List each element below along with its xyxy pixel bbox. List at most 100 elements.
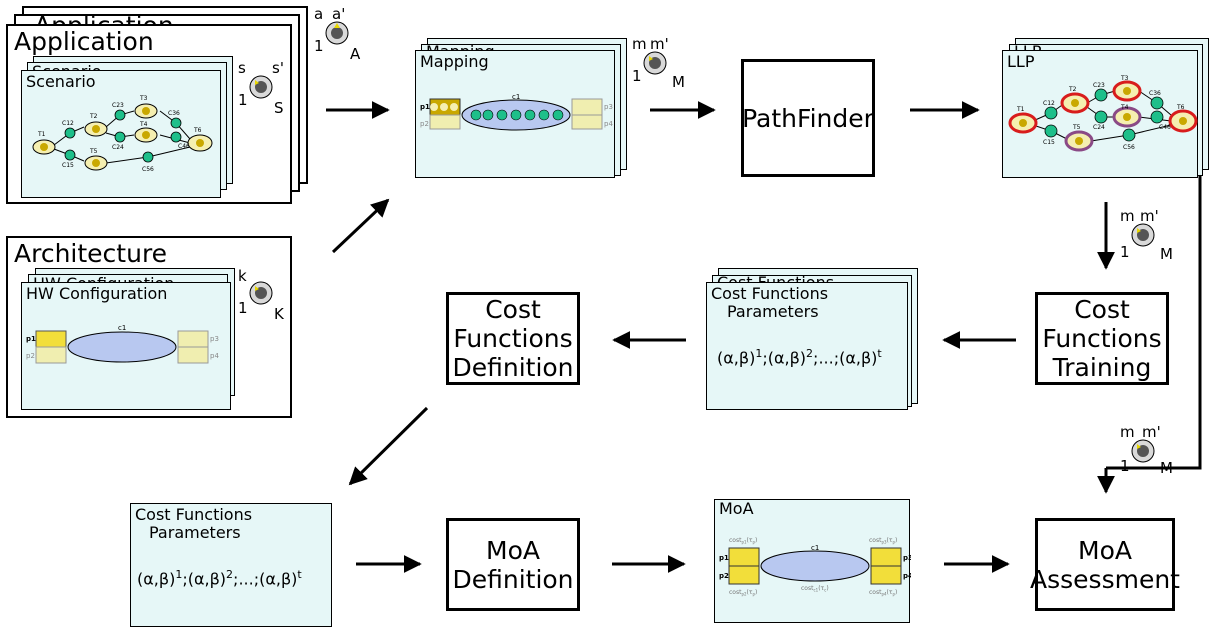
pathfinder-box: PathFinder [741, 59, 875, 177]
llp-label-c46: C46 [1159, 124, 1171, 131]
mapping-diagram: c1 p1 p2 p3 p4 [420, 93, 613, 131]
llp-label-c36: C36 [1149, 90, 1161, 97]
scenario-label-c46: C46 [178, 143, 190, 150]
dial-knob-icon [325, 21, 349, 45]
llp-label-c12: C12 [1043, 100, 1055, 107]
formula-exponent: 1 [755, 347, 763, 360]
formula-exponent: t [297, 568, 302, 581]
scenario-label-t1: T1 [37, 131, 46, 138]
scenario-label-c24: C24 [112, 144, 124, 151]
dial-label: s' [272, 59, 284, 77]
moa-panel: MoA c1 p1 p2 p3 p4 costp1(τp) costp2(τp)… [714, 499, 911, 623]
cf-definition-line2: Functions [453, 324, 573, 353]
dial-label: 1 [238, 299, 248, 317]
formula-sep: ; [233, 569, 239, 589]
scenario-tasks [32, 103, 213, 171]
dial-knob-icon [1131, 223, 1155, 247]
scenario-dial: s s' 1 S [236, 58, 292, 117]
application-title: Application [14, 27, 154, 56]
scenario-label-t2: T2 [89, 113, 98, 120]
dial-label: 1 [238, 91, 248, 109]
training-dial: m m' 1 M [1118, 206, 1178, 262]
dial-label: S [274, 99, 284, 117]
cf-params-single-line2: Parameters [149, 523, 241, 542]
cf-params-line2: Parameters [727, 302, 819, 321]
dial-label: M [1160, 245, 1173, 263]
hw-diagram: c1 p1 p2 p3 p4 [26, 324, 219, 364]
arrow-arch-to-mapping [331, 198, 390, 254]
moa-cost-p3: costp3(τp) [869, 537, 897, 545]
moa-cost-c1: costc1(τc) [801, 585, 829, 593]
dial-label: 1 [632, 67, 642, 85]
formula-sep: ; [762, 348, 768, 368]
hw-panel: HW Configuration c1 p1 p2 p3 p4 [21, 282, 231, 410]
moa-definition-line2: Definition [452, 564, 574, 594]
arrow-definition-to-params [348, 406, 429, 486]
llp-label-t4: T4 [1120, 104, 1129, 111]
formula-term: (α,β) [187, 569, 227, 589]
formula-sep: ; [833, 348, 840, 368]
moa-cost-p2: costp2(τp) [729, 589, 757, 597]
llp-label-t5: T5 [1072, 124, 1081, 131]
formula-sep: ; [182, 569, 188, 589]
formula-ellipsis: ... [238, 569, 254, 589]
moa-port-p4: p4 [903, 572, 911, 580]
llp-label-t6: T6 [1176, 104, 1185, 111]
moa-channel-label: c1 [811, 544, 819, 552]
formula-ellipsis: ... [818, 348, 834, 368]
llp-label-t3: T3 [1120, 75, 1129, 82]
mapping-port-p2: p2 [420, 120, 429, 128]
cf-definition-line1: Cost [485, 295, 541, 324]
cf-params-panel: Cost Functions Parameters (α,β)1;(α,β)2;… [706, 282, 908, 410]
scenario-task-graph: T1 T2 T3 T4 T5 T6 C12 C23 C24 C36 C46 C1… [32, 95, 213, 173]
formula-exponent: 2 [806, 347, 814, 360]
llp-label-t2: T2 [1068, 86, 1077, 93]
moa-cost-p1: costp1(τp) [729, 537, 757, 545]
dial-knob-icon [643, 51, 667, 75]
llp-label-c15: C15 [1043, 139, 1055, 146]
dial-label: 1 [314, 37, 324, 55]
cf-params-single-formula: (α,β)1;(α,β)2;...;(α,β)t [137, 568, 302, 588]
mapping-title: Mapping [420, 52, 489, 71]
dial-knob-icon [249, 75, 273, 99]
mapping-dial: m m' 1 M [630, 34, 690, 90]
scenario-label-t6: T6 [193, 127, 202, 134]
dial-knob-icon [1131, 439, 1155, 463]
cost-functions-definition-box: Cost Functions Definition [446, 292, 580, 385]
hw-port-p3: p3 [210, 335, 219, 343]
dial-label: 1 [1120, 457, 1130, 475]
cf-training-line2: Functions [1042, 324, 1162, 353]
scenario-label-c36: C36 [168, 110, 180, 117]
formula-term: (α,β) [259, 569, 298, 589]
cf-params-line1: Cost Functions [711, 284, 829, 303]
scenario-channels [64, 109, 182, 163]
llp-panel: LLP T1 T2 T3 T4 T5 T6 [1002, 50, 1198, 178]
llp-label-c23: C23 [1093, 82, 1105, 89]
scenario-label-c12: C12 [62, 120, 74, 127]
cf-definition-line3: Definition [452, 353, 574, 382]
moa-port-p2: p2 [719, 572, 729, 580]
llp-label-c56: C56 [1123, 144, 1135, 151]
mapping-port-p1: p1 [420, 103, 430, 111]
dial-label: s [238, 59, 246, 77]
formula-sep: ; [253, 569, 260, 589]
scenario-label-t3: T3 [139, 95, 148, 102]
scenario-label-t4: T4 [139, 121, 148, 128]
cf-training-line1: Cost [1074, 295, 1130, 324]
assessment-dial: m m' 1 M [1118, 422, 1178, 478]
moa-diagram: c1 p1 p2 p3 p4 costp1(τp) costp2(τp) cos… [719, 537, 911, 597]
moa-port-p3: p3 [903, 554, 911, 562]
scenario-label-c15: C15 [62, 162, 74, 169]
formula-exponent: t [877, 347, 882, 360]
formula-term: (α,β) [839, 348, 878, 368]
formula-exponent: 2 [226, 568, 234, 581]
cf-params-single-line1: Cost Functions [135, 505, 253, 524]
architecture-title: Architecture [14, 239, 168, 268]
llp-label-t1: T1 [1016, 106, 1025, 113]
hw-port-p4: p4 [210, 352, 219, 360]
moa-assessment-box: MoA Assessment [1030, 518, 1180, 611]
moa-title: MoA [719, 499, 754, 518]
formula-exponent: 1 [175, 568, 183, 581]
moa-assessment-line1: MoA [1078, 535, 1132, 565]
scenario-panel: Scenario T1 T2 T3 T4 T5 [21, 70, 221, 198]
